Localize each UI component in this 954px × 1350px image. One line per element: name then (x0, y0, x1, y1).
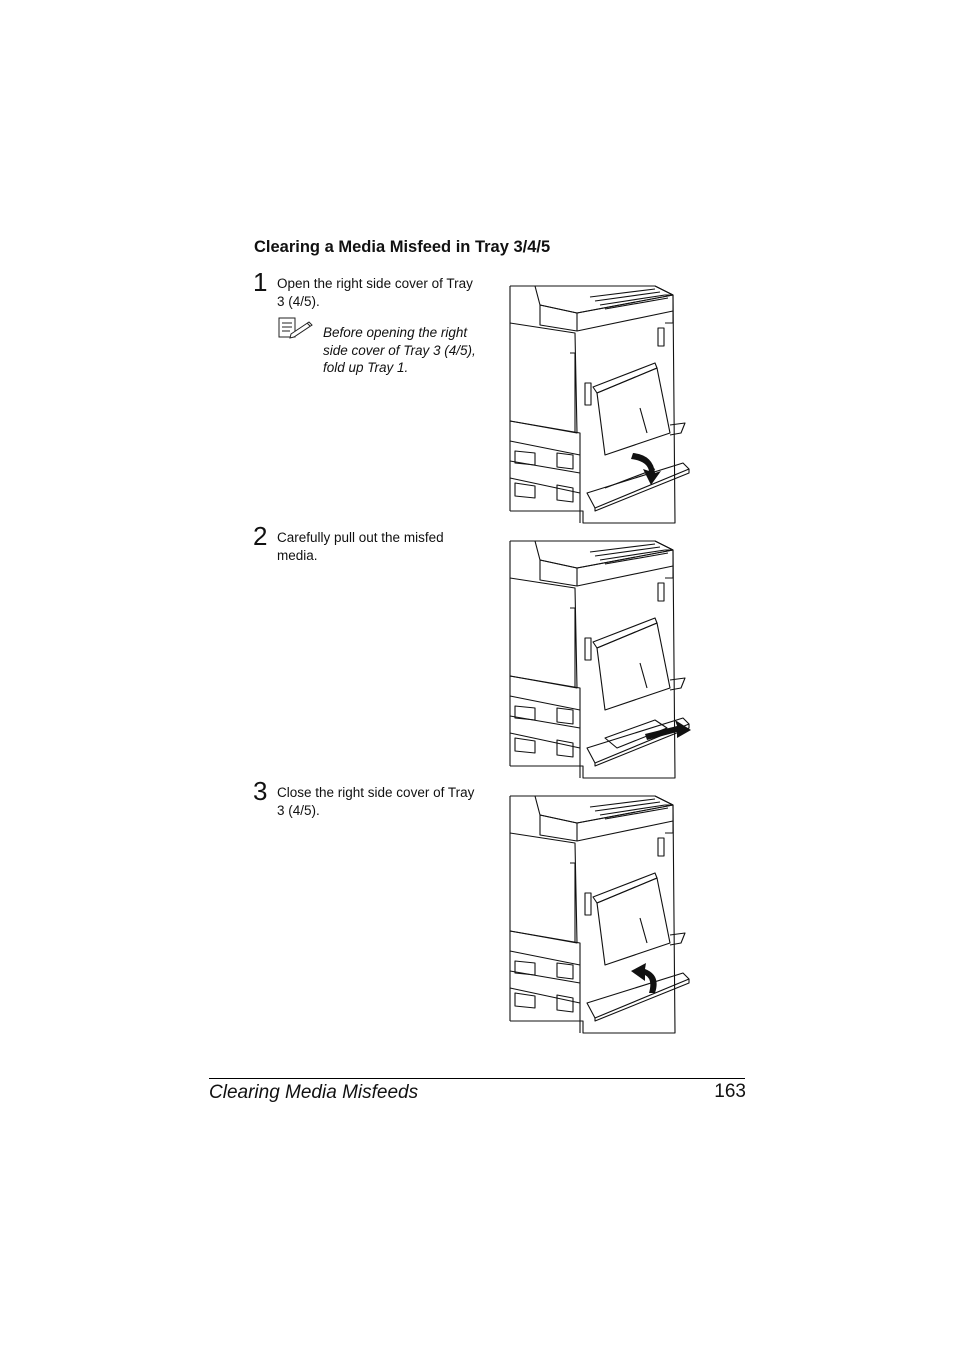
step-3-number: 3 (253, 776, 268, 806)
step-3-text: Close the right side cover of Tray 3 (4/… (277, 785, 475, 818)
page-number: 163 (714, 1081, 746, 1102)
step-2-text: Carefully pull out the misfed media. (277, 530, 444, 563)
step-2-number: 2 (253, 521, 268, 551)
step-1-number: 1 (253, 267, 268, 297)
footer-chapter-title: Clearing Media Misfeeds (209, 1082, 419, 1103)
printer-open-tray3-cover-illustration (509, 285, 690, 524)
footer-divider (209, 1078, 745, 1079)
section-heading: Clearing a Media Misfeed in Tray 3/4/5 (254, 238, 551, 256)
step-1-text: Open the right side cover of Tray 3 (4/5… (277, 276, 473, 309)
printer-close-tray3-cover-illustration (509, 795, 690, 1034)
step-1-note: Before opening the right side cover of T… (323, 325, 476, 375)
note-pad-icon (278, 317, 313, 339)
printer-pull-misfed-media-illustration (509, 540, 691, 779)
